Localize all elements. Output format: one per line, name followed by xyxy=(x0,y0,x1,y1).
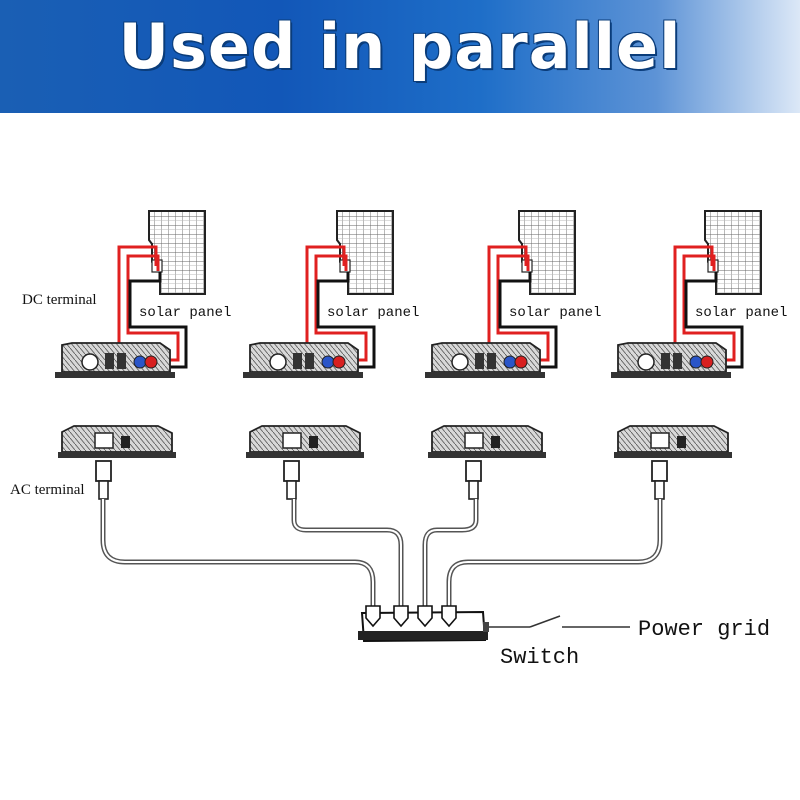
unit-3: solar panel xyxy=(425,210,601,500)
ac-plug xyxy=(283,460,300,482)
inverter-base xyxy=(425,372,545,378)
inverter-base xyxy=(611,372,731,378)
dc-positive-wire xyxy=(305,245,346,355)
mc4-connector xyxy=(673,353,682,369)
mc4-connector xyxy=(105,353,114,369)
inverter-ac-side xyxy=(431,425,543,453)
power-switch-icon xyxy=(677,436,686,448)
unit-4: solar panel xyxy=(611,210,787,500)
mc4-connector xyxy=(293,353,302,369)
ac-socket xyxy=(282,432,302,449)
dc-negative-terminal xyxy=(321,355,335,369)
power-switch-icon xyxy=(491,436,500,448)
switch-label: Switch xyxy=(500,645,579,670)
switch-lever xyxy=(529,615,561,628)
ac-terminal-label: AC terminal xyxy=(10,482,85,498)
ac-plug xyxy=(95,460,112,482)
dc-positive-wire-2 xyxy=(496,254,550,362)
inverter-ac-side xyxy=(61,425,173,453)
ac-socket xyxy=(464,432,484,449)
dc-positive-terminal xyxy=(144,355,158,369)
solar-panel-label: solar panel xyxy=(695,305,787,321)
fan-icon xyxy=(81,353,99,371)
ac-cable-1 xyxy=(100,499,376,606)
mc4-connector xyxy=(475,353,484,369)
dc-negative-wire xyxy=(128,272,188,369)
inverter-ac-side xyxy=(617,425,729,453)
mc4-connector xyxy=(661,353,670,369)
ac-socket xyxy=(650,432,670,449)
dc-negative-terminal xyxy=(689,355,703,369)
banner-title: Used in parallel xyxy=(118,10,682,83)
ac-cable-core-1 xyxy=(102,499,374,606)
ac-cable-core-3 xyxy=(424,499,477,606)
solar-panel-label: solar panel xyxy=(139,305,231,321)
dc-positive-terminal xyxy=(514,355,528,369)
fan-icon xyxy=(637,353,655,371)
combiner-outlet-3 xyxy=(417,605,433,628)
parallel-wiring-diagram: solar panel solar panel solar panel solar p… xyxy=(10,210,787,670)
inverter-base xyxy=(55,372,175,378)
ac-plug-neck xyxy=(98,480,109,500)
ac-socket xyxy=(94,432,114,449)
inverter-base xyxy=(243,372,363,378)
title-banner: Used in parallel xyxy=(0,0,800,113)
dc-terminal-label: DC terminal xyxy=(22,292,97,308)
ac-plug-neck xyxy=(286,480,297,500)
dc-positive-terminal xyxy=(700,355,714,369)
combiner-outlet-2 xyxy=(393,605,409,628)
ac-plug xyxy=(651,460,668,482)
fan-icon xyxy=(451,353,469,371)
power-grid-label: Power grid xyxy=(638,617,770,642)
solar-panel-label: solar panel xyxy=(509,305,601,321)
dc-negative-terminal xyxy=(133,355,147,369)
dc-positive-terminal xyxy=(332,355,346,369)
ac-cable-core-2 xyxy=(293,499,402,606)
power-switch-icon xyxy=(121,436,130,448)
fan-icon xyxy=(269,353,287,371)
dc-negative-wire xyxy=(498,272,558,369)
inverter-base xyxy=(246,452,364,458)
inverter-base xyxy=(614,452,732,458)
ac-cable-4 xyxy=(446,499,663,606)
mc4-connector xyxy=(305,353,314,369)
dc-positive-wire xyxy=(673,245,714,355)
dc-negative-wire xyxy=(684,272,744,369)
inverter-ac-side xyxy=(249,425,361,453)
ac-plug-neck xyxy=(654,480,665,500)
ac-plug-neck xyxy=(468,480,479,500)
inverter-base xyxy=(58,452,176,458)
dc-negative-wire xyxy=(316,272,376,369)
ac-cable-2 xyxy=(291,499,404,606)
mc4-connector xyxy=(117,353,126,369)
inverter-base xyxy=(428,452,546,458)
solar-panel-label: solar panel xyxy=(327,305,419,321)
ac-cable-core-4 xyxy=(448,499,661,606)
dc-positive-wire-2 xyxy=(126,254,180,362)
ac-plug xyxy=(465,460,482,482)
combiner-outlet-4 xyxy=(441,605,457,628)
unit-2: solar panel xyxy=(243,210,419,500)
dc-negative-terminal xyxy=(503,355,517,369)
power-switch-icon xyxy=(309,436,318,448)
dc-positive-wire xyxy=(117,245,158,355)
dc-positive-wire-2 xyxy=(682,254,736,362)
dc-positive-wire xyxy=(487,245,528,355)
mc4-connector xyxy=(487,353,496,369)
combiner-outlet-1 xyxy=(365,605,381,628)
dc-positive-wire-2 xyxy=(314,254,368,362)
unit-1: solar panel xyxy=(55,210,231,500)
